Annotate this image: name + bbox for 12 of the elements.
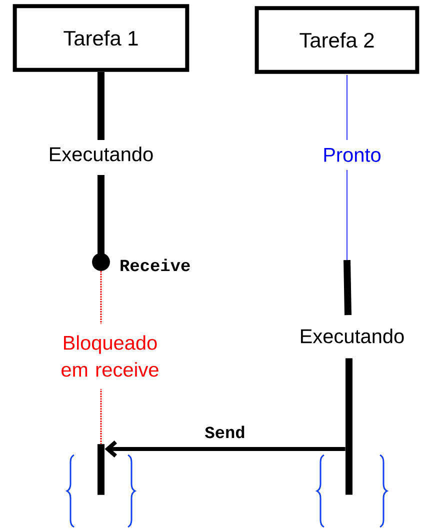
receive-dot (92, 253, 110, 271)
state-label: Executando (301, 328, 404, 344)
activation-bar (346, 358, 352, 495)
state-label: Pronto (324, 148, 381, 162)
edge-label: Bloqueado em receive (48, 324, 172, 389)
message-arrow (104, 440, 346, 458)
task-box: Tarefa 1 (12, 4, 190, 72)
call-label: Receive (120, 258, 190, 272)
edge-label: Send (204, 426, 244, 438)
activation-bar (98, 444, 104, 495)
state-label: Executando (50, 146, 153, 162)
task-box: Tarefa 2 (254, 6, 420, 74)
